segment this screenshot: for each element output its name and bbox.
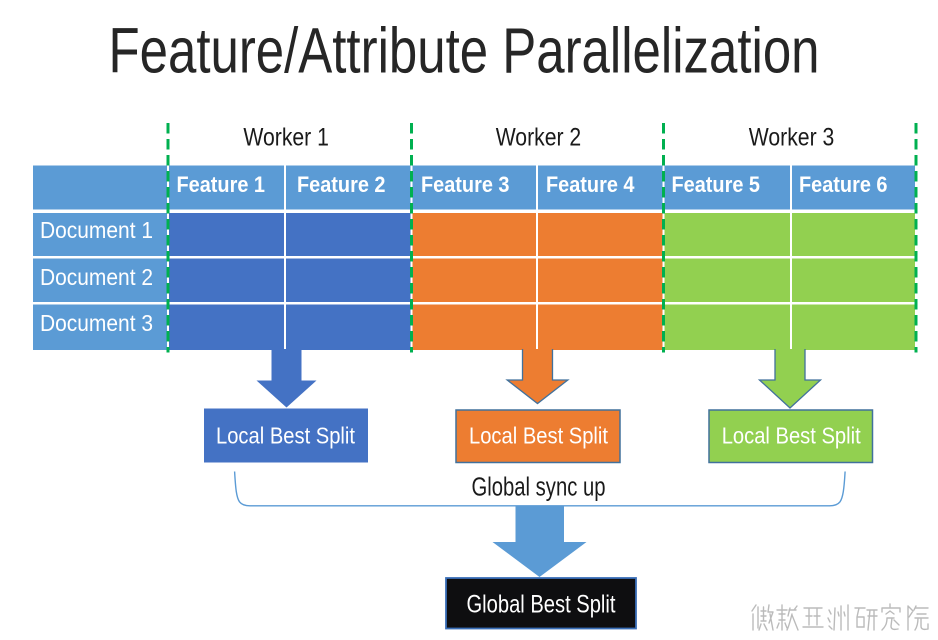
svg-text:Local Best Split: Local Best Split (216, 423, 356, 449)
svg-text:Feature/Attribute Parallelizat: Feature/Attribute Parallelization (109, 14, 820, 86)
svg-text:Document 2: Document 2 (40, 264, 153, 290)
svg-text:Local Best Split: Local Best Split (469, 423, 609, 449)
svg-text:Document 1: Document 1 (40, 217, 153, 243)
svg-text:Worker 2: Worker 2 (496, 124, 582, 152)
svg-text:Feature 2: Feature 2 (297, 172, 386, 197)
svg-text:Local Best Split: Local Best Split (722, 423, 862, 449)
svg-text:Feature 4: Feature 4 (546, 172, 635, 197)
svg-text:Global sync up: Global sync up (472, 474, 606, 502)
svg-text:Worker 3: Worker 3 (749, 124, 835, 152)
svg-text:Global Best Split: Global Best Split (467, 591, 616, 619)
svg-text:Feature 5: Feature 5 (672, 172, 761, 197)
svg-text:Worker 1: Worker 1 (243, 124, 329, 152)
svg-text:Feature 6: Feature 6 (799, 172, 888, 197)
svg-text:Feature 3: Feature 3 (421, 172, 510, 197)
svg-text:Document 3: Document 3 (40, 310, 153, 336)
svg-text:Feature 1: Feature 1 (177, 172, 266, 197)
